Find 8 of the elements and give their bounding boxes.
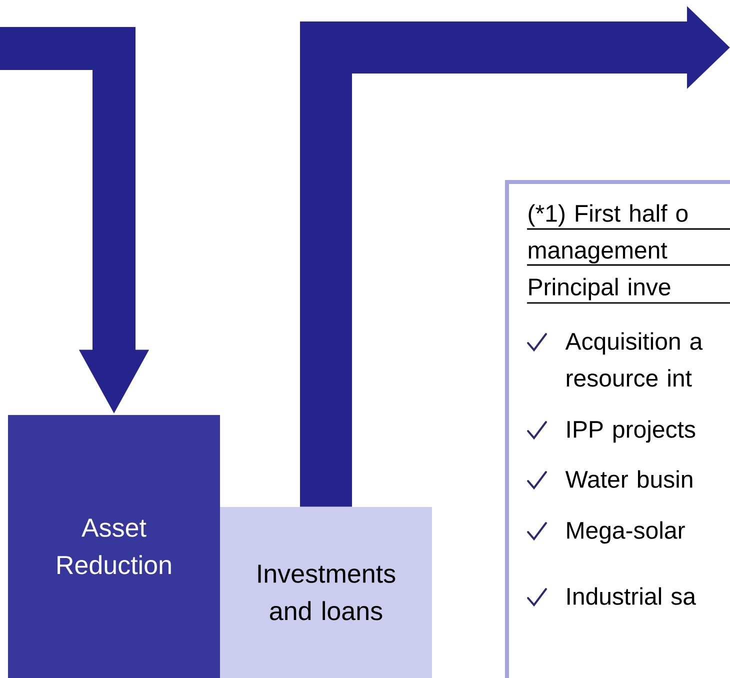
bullet-text: Mega-solar [567, 521, 685, 544]
bullet-text: Acquisition a resource int [565, 332, 703, 387]
note-heading: (*1) First half o management Principal inve [528, 204, 688, 300]
bullet-text: Industrial sa [568, 587, 696, 605]
bullet-text: Water busin [565, 470, 692, 488]
asset-box: Asset Reduction [8, 415, 220, 678]
bullet-text: IPP projects [568, 420, 696, 443]
investment-box: Investments and loans [220, 507, 432, 678]
